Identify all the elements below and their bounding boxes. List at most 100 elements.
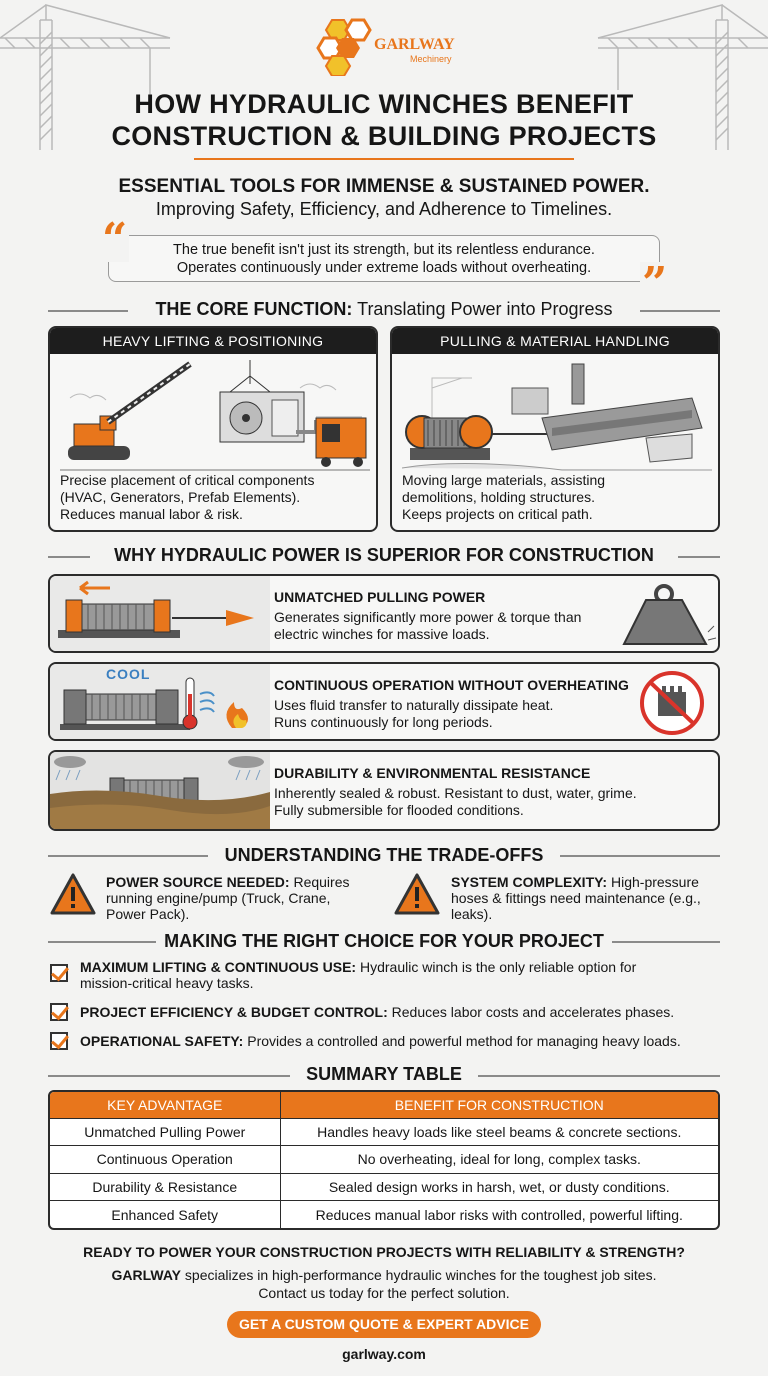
- core-heading: THE CORE FUNCTION: Translating Power int…: [128, 299, 640, 320]
- card-heavy-lifting: HEAVY LIFTING & POSITIONING Precise plac…: [48, 326, 378, 532]
- page-title: HOW HYDRAULIC WINCHES BENEFIT CONSTRUCTI…: [0, 88, 768, 152]
- brand-logo: GARLWAY Mechinery: [314, 18, 456, 76]
- advantage-pulling-power-body: Generates significantly more power & tor…: [274, 609, 581, 643]
- quote-box: [108, 235, 660, 282]
- choice-item-2-rest: Reduces labor costs and accelerates phas…: [387, 1004, 675, 1020]
- advantage-pulling-power-line-1: Generates significantly more power & tor…: [274, 609, 582, 625]
- column-benefit: BENEFIT FOR CONSTRUCTION: [280, 1092, 718, 1118]
- cool-badge: COOL: [106, 666, 151, 682]
- table-row: Continuous Operation No overheating, ide…: [50, 1145, 718, 1173]
- tradeoff-complexity-line-3: leaks).: [451, 906, 493, 922]
- check-icon-3: [50, 1032, 68, 1050]
- warning-icon: [50, 873, 96, 915]
- weight-icon: [622, 584, 717, 645]
- choice-item-2: PROJECT EFFICIENCY & BUDGET CONTROL: Red…: [80, 1004, 720, 1020]
- quote-line-2: Operates continuously under extreme load…: [176, 260, 592, 276]
- card-heavy-lifting-line-3: Reduces manual labor & risk.: [60, 506, 243, 522]
- advantage-continuous-title: CONTINUOUS OPERATION WITHOUT OVERHEATING: [274, 677, 629, 693]
- tradeoff-power-source-line-2: running engine/pump (Truck, Crane,: [106, 890, 331, 906]
- summary-heading: SUMMARY TABLE: [306, 1064, 462, 1084]
- why-rule-left: [48, 556, 90, 558]
- table-cell-advantage: Unmatched Pulling Power: [50, 1117, 281, 1146]
- title-underline: [194, 158, 574, 160]
- table-cell-advantage: Durability & Resistance: [50, 1172, 281, 1201]
- card-heavy-lifting-title: HEAVY LIFTING & POSITIONING: [50, 328, 376, 354]
- advantage-durability-line-1: Inherently sealed & robust. Resistant to…: [274, 785, 637, 801]
- cta-line-2: Contact us today for the perfect solutio…: [258, 1285, 510, 1301]
- get-quote-button[interactable]: GET A CUSTOM QUOTE & EXPERT ADVICE: [227, 1311, 541, 1338]
- website-link[interactable]: garlway.com: [342, 1346, 426, 1362]
- card-heavy-lifting-line-1: Precise placement of critical components: [60, 472, 315, 488]
- quote-close-icon: ”: [640, 258, 670, 309]
- summary-rule-right: [478, 1075, 720, 1077]
- crane-equipment-icon: [60, 360, 370, 471]
- tradeoff-power-source-bold: POWER SOURCE NEEDED:: [106, 874, 290, 890]
- warning-icon-2: [394, 873, 440, 915]
- why-heading: WHY HYDRAULIC POWER IS SUPERIOR FOR CONS…: [114, 545, 654, 565]
- summary-table: KEY ADVANTAGE BENEFIT FOR CONSTRUCTION U…: [48, 1090, 720, 1230]
- choice-item-1-bold: MAXIMUM LIFTING & CONTINUOUS USE:: [80, 959, 357, 975]
- quote-text: The true benefit isn't just its strength…: [120, 241, 648, 277]
- tradeoff-power-source-line-3: Power Pack).: [106, 906, 190, 922]
- summary-table-header: KEY ADVANTAGE BENEFIT FOR CONSTRUCTION: [50, 1092, 718, 1118]
- table-row: Durability & Resistance Sealed design wo…: [50, 1172, 718, 1201]
- subtitle-line-1: ESSENTIAL TOOLS FOR IMMENSE & SUSTAINED …: [118, 176, 650, 197]
- card-heavy-lifting-text: Precise placement of critical components…: [60, 472, 314, 523]
- no-overheating-icon: [640, 671, 704, 735]
- tradeoffs-rule-left: [48, 855, 208, 857]
- advantage-durability: DURABILITY & ENVIRONMENTAL RESISTANCE In…: [48, 750, 720, 831]
- advantage-durability-body: Inherently sealed & robust. Resistant to…: [274, 785, 637, 819]
- advantage-durability-title: DURABILITY & ENVIRONMENTAL RESISTANCE: [274, 765, 591, 781]
- summary-rule-left: [48, 1075, 290, 1077]
- cta-text: GARLWAY specializes in high-performance …: [0, 1266, 768, 1302]
- winch-beams-icon: [402, 363, 712, 471]
- subtitle-line-2: Improving Safety, Efficiency, and Adhere…: [155, 199, 613, 219]
- advantage-continuous-line-2: Runs continuously for long periods.: [274, 714, 493, 730]
- card-pulling-line-2: demolitions, holding structures.: [402, 489, 595, 505]
- choice-item-3: OPERATIONAL SAFETY: Provides a controlle…: [80, 1033, 730, 1049]
- hexagon-logo-icon: [316, 18, 372, 76]
- card-pulling-line-1: Moving large materials, assisting: [402, 472, 606, 488]
- cta-brand: GARLWAY: [111, 1267, 182, 1283]
- tradeoff-complexity-bold: SYSTEM COMPLEXITY:: [451, 874, 608, 890]
- core-rule-left: [48, 310, 128, 312]
- table-cell-benefit: No overheating, ideal for long, complex …: [280, 1145, 718, 1173]
- submerged-winch-icon: [50, 752, 270, 829]
- advantage-pulling-power-title: UNMATCHED PULLING POWER: [274, 589, 486, 605]
- card-heavy-lifting-line-2: (HVAC, Generators, Prefab Elements).: [60, 489, 301, 505]
- card-pulling-line-3: Keeps projects on critical path.: [402, 506, 593, 522]
- choice-item-1: MAXIMUM LIFTING & CONTINUOUS USE: Hydrau…: [80, 959, 720, 991]
- core-heading-bold: THE CORE FUNCTION:: [155, 299, 353, 319]
- why-rule-right: [678, 556, 720, 558]
- tradeoff-complexity-line-1: High-pressure: [607, 874, 699, 890]
- quote-open-icon: “: [100, 214, 130, 265]
- table-cell-advantage: Enhanced Safety: [50, 1200, 281, 1228]
- choice-item-3-rest: Provides a controlled and powerful metho…: [243, 1033, 681, 1049]
- choice-rule-left: [48, 941, 156, 943]
- advantage-pulling-power-line-2: electric winches for massive loads.: [274, 626, 490, 642]
- crane-right-illustration: [597, 4, 768, 150]
- table-cell-advantage: Continuous Operation: [50, 1145, 281, 1173]
- check-icon-1: [50, 964, 68, 982]
- cta-heading: READY TO POWER YOUR CONSTRUCTION PROJECT…: [83, 1244, 685, 1260]
- brand-tagline: Mechinery: [410, 54, 452, 64]
- quote-line-1: The true benefit isn't just its strength…: [173, 242, 595, 258]
- choice-item-1-rest: Hydraulic winch is the only reliable opt…: [356, 959, 637, 975]
- choice-item-1-line-2: mission-critical heavy tasks.: [80, 975, 254, 991]
- advantage-continuous-operation: COOL CONTINUOUS OPERATION WITHOUT OVERHE…: [48, 662, 720, 741]
- table-row: Enhanced Safety Reduces manual labor ris…: [50, 1200, 718, 1228]
- winch-arrow-icon: [50, 576, 270, 651]
- column-key-advantage: KEY ADVANTAGE: [50, 1092, 281, 1118]
- table-cell-benefit: Handles heavy loads like steel beams & c…: [280, 1117, 718, 1146]
- tradeoffs-rule-right: [560, 855, 720, 857]
- choice-heading: MAKING THE RIGHT CHOICE FOR YOUR PROJECT: [164, 931, 604, 951]
- choice-rule-right: [612, 941, 720, 943]
- choice-item-2-bold: PROJECT EFFICIENCY & BUDGET CONTROL:: [80, 1004, 388, 1020]
- cta-line-1: specializes in high-performance hydrauli…: [181, 1267, 657, 1283]
- card-pulling-text: Moving large materials, assisting demoli…: [402, 472, 605, 523]
- crane-left-illustration: [0, 4, 171, 150]
- core-heading-rest: Translating Power into Progress: [352, 299, 613, 319]
- tradeoff-power-source: POWER SOURCE NEEDED: Requires running en…: [106, 874, 376, 922]
- tradeoff-power-source-line-1: Requires: [289, 874, 350, 890]
- tradeoff-complexity-line-2: hoses & fittings need maintenance (e.g.,: [451, 890, 701, 906]
